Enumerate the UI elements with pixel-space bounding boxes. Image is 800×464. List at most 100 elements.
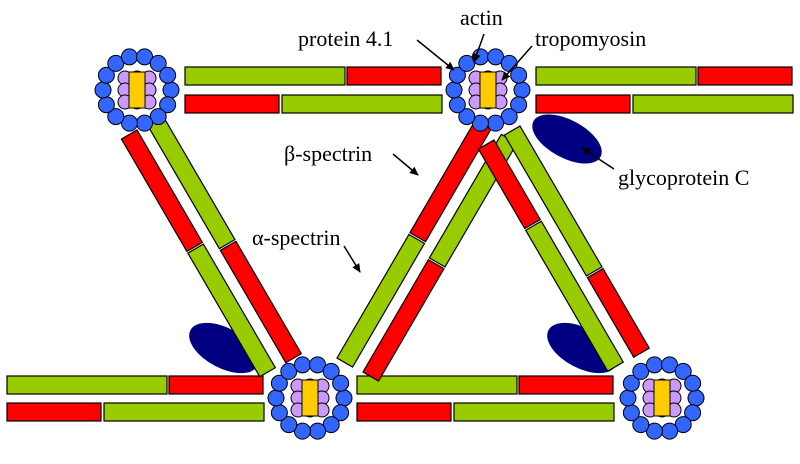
label-actin: actin xyxy=(460,5,503,30)
protein-4-1-subunit xyxy=(487,48,505,66)
alpha-spectrin-segment xyxy=(632,94,794,114)
protein-4-1-subunit xyxy=(136,114,154,132)
protein-4-1-subunit xyxy=(448,96,466,114)
protein-4-1-subunit xyxy=(335,389,353,407)
beta-spectrin-segment xyxy=(356,402,452,422)
label-arrows xyxy=(343,33,615,273)
beta-spectrin-segment xyxy=(535,94,631,114)
alpha-spectrin-segment xyxy=(184,66,346,86)
protein-4-1-subunit xyxy=(622,404,640,422)
protein-4-1-subunit xyxy=(159,96,177,114)
protein-4-1-subunit xyxy=(510,96,528,114)
labels: protein 4.1 actin tropomyosin β-spectrin… xyxy=(252,5,749,250)
horizontal-spectrin-rods xyxy=(6,66,794,422)
beta-spectrin-segment xyxy=(219,240,303,364)
arrow-actin xyxy=(472,33,485,63)
arrow-glycoprotein-c xyxy=(581,147,615,170)
protein-4-1-subunit xyxy=(661,356,679,374)
alpha-spectrin-segment xyxy=(103,402,265,422)
protein-4-1-subunit xyxy=(107,108,125,126)
arrow-protein-4-1 xyxy=(416,39,455,71)
protein-4-1-subunit xyxy=(471,114,489,132)
protein-4-1-subunit xyxy=(293,422,311,440)
protein-4-1-subunit xyxy=(645,422,663,440)
beta-spectrin-segment xyxy=(120,129,204,253)
protein-4-1-subunit xyxy=(471,48,489,66)
label-beta-spectrin: β-spectrin xyxy=(284,141,372,166)
diagonal-spectrin-rods xyxy=(120,115,651,382)
protein-4-1-subunit xyxy=(622,374,640,392)
protein-4-1-subunit xyxy=(632,416,650,434)
alpha-spectrin-segment xyxy=(524,220,625,372)
protein-4-1-subunit xyxy=(309,422,327,440)
arrow-beta-spectrin xyxy=(392,153,419,176)
protein-4-1-subunit xyxy=(322,362,340,380)
protein-4-1-subunit xyxy=(136,48,154,66)
actin-junction-node xyxy=(267,356,353,440)
protein-4-1-subunit xyxy=(332,374,350,392)
protein-4-1-subunit xyxy=(293,356,311,374)
protein-4-1-subunit xyxy=(270,404,288,422)
protein-4-1-subunit xyxy=(510,66,528,84)
protein-4-1-subunit xyxy=(162,81,180,99)
protein-4-1-subunit xyxy=(94,81,112,99)
protein-4-1-subunit xyxy=(458,108,476,126)
protein-4-1-subunit xyxy=(120,48,138,66)
protein-4-1-subunit xyxy=(684,404,702,422)
protein-4-1-subunit xyxy=(270,374,288,392)
protein-4-1-subunit xyxy=(309,356,327,374)
protein-4-1-subunit xyxy=(448,66,466,84)
protein-4-1-subunit xyxy=(661,422,679,440)
alpha-spectrin-segment xyxy=(356,375,518,395)
protein-4-1-subunit xyxy=(149,54,167,72)
beta-spectrin-segment xyxy=(586,267,651,358)
actin-junction-node xyxy=(94,48,180,132)
beta-spectrin-segment xyxy=(362,258,445,382)
protein-4-1-subunit xyxy=(332,404,350,422)
alpha-spectrin-segment xyxy=(503,125,603,277)
protein-4-1-subunit xyxy=(280,362,298,380)
protein-4-1-subunit xyxy=(159,66,177,84)
actin-junction-node xyxy=(445,48,531,132)
arrow-tropomyosin xyxy=(501,45,533,81)
protein-4-1-subunit xyxy=(97,96,115,114)
protein-4-1-subunit xyxy=(458,54,476,72)
protein-4-1-subunit xyxy=(674,362,692,380)
protein-4-1-subunit xyxy=(267,389,285,407)
beta-spectrin-segment xyxy=(697,66,793,86)
label-tropomyosin: tropomyosin xyxy=(535,26,646,51)
protein-4-1-subunit xyxy=(97,66,115,84)
tropomyosin-bar xyxy=(479,71,497,109)
label-protein-4-1: protein 4.1 xyxy=(298,26,393,51)
alpha-spectrin-segment xyxy=(336,233,426,368)
alpha-spectrin-segment xyxy=(535,66,697,86)
protein-4-1-subunit xyxy=(280,416,298,434)
actin-junction-nodes xyxy=(94,48,705,440)
beta-spectrin-segment xyxy=(477,139,542,230)
protein-4-1-subunit xyxy=(687,389,705,407)
protein-4-1-subunit xyxy=(684,374,702,392)
protein-4-1-subunit xyxy=(674,416,692,434)
tropomyosin-bar xyxy=(653,379,671,417)
protein-4-1-subunit xyxy=(619,389,637,407)
protein-4-1-subunit xyxy=(500,108,518,126)
protein-4-1-subunit xyxy=(487,114,505,132)
protein-4-1-subunit xyxy=(513,81,531,99)
protein-4-1-subunit xyxy=(645,356,663,374)
protein-4-1-subunit xyxy=(120,114,138,132)
actin-junction-node xyxy=(619,356,705,440)
label-alpha-spectrin: α-spectrin xyxy=(252,225,341,250)
alpha-spectrin-segment xyxy=(187,243,277,378)
tropomyosin-bar xyxy=(301,379,319,417)
tropomyosin-bar xyxy=(128,71,146,109)
protein-4-1-subunit xyxy=(322,416,340,434)
arrow-alpha-spectrin xyxy=(343,245,361,273)
alpha-spectrin-segment xyxy=(6,375,168,395)
alpha-spectrin-segment xyxy=(453,402,615,422)
protein-4-1-subunit xyxy=(107,54,125,72)
beta-spectrin-segment xyxy=(346,66,442,86)
protein-4-1-subunit xyxy=(149,108,167,126)
beta-spectrin-segment xyxy=(184,94,280,114)
label-glycoprotein-c: glycoprotein C xyxy=(618,165,749,190)
